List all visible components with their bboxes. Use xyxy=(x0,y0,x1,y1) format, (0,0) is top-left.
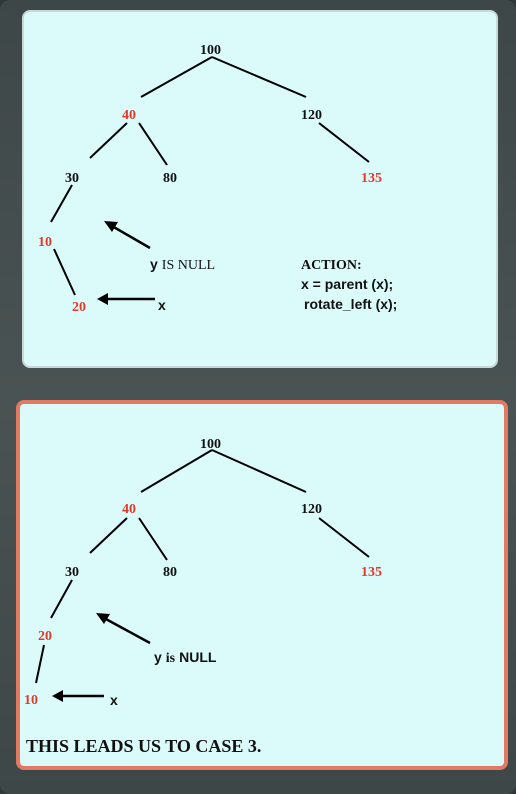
node-20: 20 xyxy=(72,300,86,315)
edge-40-80 xyxy=(138,122,168,166)
node-10: 10 xyxy=(38,235,52,250)
top-tree-panel xyxy=(22,10,498,368)
node-80-b: 80 xyxy=(163,565,177,580)
node-135: 135 xyxy=(361,171,382,186)
edge-30-20-b xyxy=(50,579,73,619)
node-30-b: 30 xyxy=(65,565,79,580)
edge-120-135 xyxy=(318,122,370,163)
edge-30-10 xyxy=(50,184,73,223)
node-100: 100 xyxy=(200,43,221,58)
edge-100-120 xyxy=(211,56,307,98)
x-arrowhead-b xyxy=(52,690,63,702)
x-label-b: x xyxy=(110,692,118,708)
edge-120-135-b xyxy=(318,517,370,558)
y-pointer-arrow-b xyxy=(103,616,151,645)
edge-40-30 xyxy=(89,122,128,159)
edge-40-30-b xyxy=(89,517,128,554)
y-arrowhead-b xyxy=(96,613,110,624)
bottom-tree-edges xyxy=(35,449,370,684)
node-40: 40 xyxy=(122,108,136,123)
y-arrowhead xyxy=(104,221,118,232)
action-line-1: x = parent (x); xyxy=(301,276,393,292)
edge-100-40 xyxy=(140,56,213,98)
edge-10-20 xyxy=(53,248,76,296)
node-120: 120 xyxy=(301,108,322,123)
y-pointer-arrow xyxy=(111,224,151,250)
node-135-b: 135 xyxy=(361,565,382,580)
edge-100-40-b xyxy=(140,449,213,493)
edge-40-80-b xyxy=(138,517,168,561)
node-30: 30 xyxy=(65,171,79,186)
node-100-b: 100 xyxy=(200,437,221,452)
edge-100-120-b xyxy=(211,449,307,493)
node-20-b: 20 xyxy=(38,629,52,644)
action-line-2: rotate_left (x); xyxy=(304,296,397,312)
x-arrowhead xyxy=(97,293,108,305)
action-title: ACTION: xyxy=(301,258,362,273)
bottom-tree-panel xyxy=(16,400,508,770)
x-label: x xyxy=(158,297,166,313)
top-tree-nodes: 100 40 120 30 80 135 10 20 xyxy=(38,43,382,315)
node-80: 80 xyxy=(163,171,177,186)
bottom-tree-nodes: 100 40 120 30 80 135 20 10 xyxy=(24,437,382,708)
node-10-b: 10 xyxy=(24,693,38,708)
case-caption: THIS LEADS US TO CASE 3. xyxy=(26,736,261,756)
node-120-b: 120 xyxy=(301,502,322,517)
edge-20-10-b xyxy=(35,644,45,684)
node-40-b: 40 xyxy=(122,502,136,517)
top-tree-edges xyxy=(50,56,370,296)
